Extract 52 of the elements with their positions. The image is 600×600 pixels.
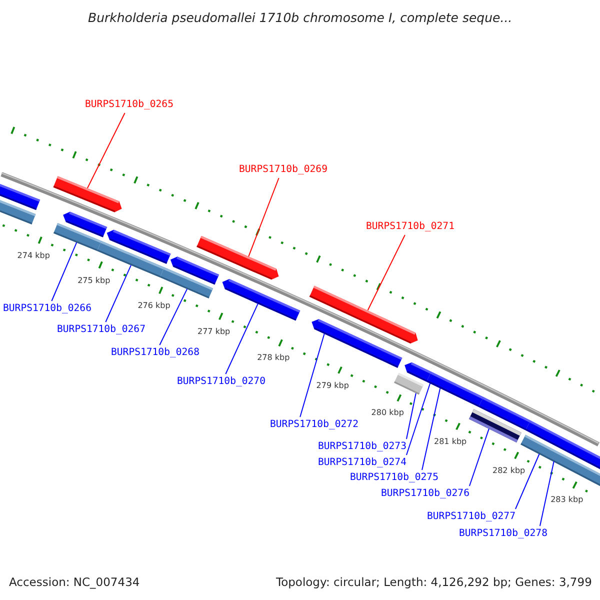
gene-label: BURPS1710b_0274	[318, 457, 406, 469]
gene-label: BURPS1710b_0276	[381, 488, 470, 500]
gene-label: BURPS1710b_0266	[3, 303, 92, 315]
scale-label: 283 kbp	[550, 495, 584, 506]
gene-bar	[170, 256, 220, 285]
gene-label: BURPS1710b_0277	[427, 511, 516, 523]
leader-line	[468, 428, 490, 486]
scale-label: 274 kbp	[17, 250, 50, 261]
gene-bar	[106, 230, 171, 264]
scale-label: 277 kbp	[198, 326, 230, 337]
scale-label: 278 kbp	[257, 353, 290, 364]
leader-line	[159, 288, 188, 346]
scale-label: 282 kbp	[492, 466, 526, 476]
leader-line	[514, 454, 540, 510]
gene-bar	[0, 200, 36, 224]
gene-bar	[196, 236, 279, 280]
leader-line	[367, 234, 406, 311]
gene-bar	[53, 176, 122, 212]
leader-line	[105, 264, 132, 322]
leader-line	[225, 303, 258, 374]
leader-line	[406, 392, 416, 440]
gene-label: BURPS1710b_0267	[57, 324, 146, 336]
gene-bar	[426, 372, 484, 407]
leader-line	[406, 382, 431, 456]
gene-bar	[63, 212, 108, 238]
leader-line	[51, 242, 78, 302]
gene-label: BURPS1710b_0270	[177, 376, 266, 388]
gene-label: BURPS1710b_0275	[350, 472, 438, 484]
gene-bar	[222, 279, 300, 321]
scale-label: 276 kbp	[138, 300, 170, 311]
gene-bar	[404, 362, 432, 382]
gene-label: BURPS1710b_0269	[239, 164, 328, 176]
gene-label: BURPS1710b_0271	[366, 221, 454, 233]
leader-line	[248, 178, 280, 257]
title: Burkholderia pseudomallei 1710b chromosome I, complete seque...	[88, 10, 512, 25]
scale-label: 281 kbp	[434, 436, 467, 447]
gene-label: BURPS1710b_0268	[111, 347, 200, 359]
gene-label: BURPS1710b_0273	[318, 441, 406, 453]
gene-bar	[312, 319, 402, 368]
leader-line	[422, 388, 441, 470]
leader-line	[539, 460, 554, 526]
scale-label: 279 kbp	[316, 380, 349, 390]
gene-label: BURPS1710b_0278	[459, 528, 548, 540]
accession-text: Accession: NC_007434	[9, 575, 140, 589]
scale-label: 280 kbp	[371, 408, 404, 418]
leader-line	[86, 112, 126, 189]
scale-label: 275 kbp	[78, 276, 110, 286]
gene-label: BURPS1710b_0272	[270, 419, 358, 431]
gene-bar	[478, 397, 530, 430]
leader-line	[300, 333, 325, 418]
genome-info-text: Topology: circular; Length: 4,126,292 bp; Genes: 3,799	[276, 575, 592, 589]
gene-label: BURPS1710b_0265	[85, 99, 174, 111]
